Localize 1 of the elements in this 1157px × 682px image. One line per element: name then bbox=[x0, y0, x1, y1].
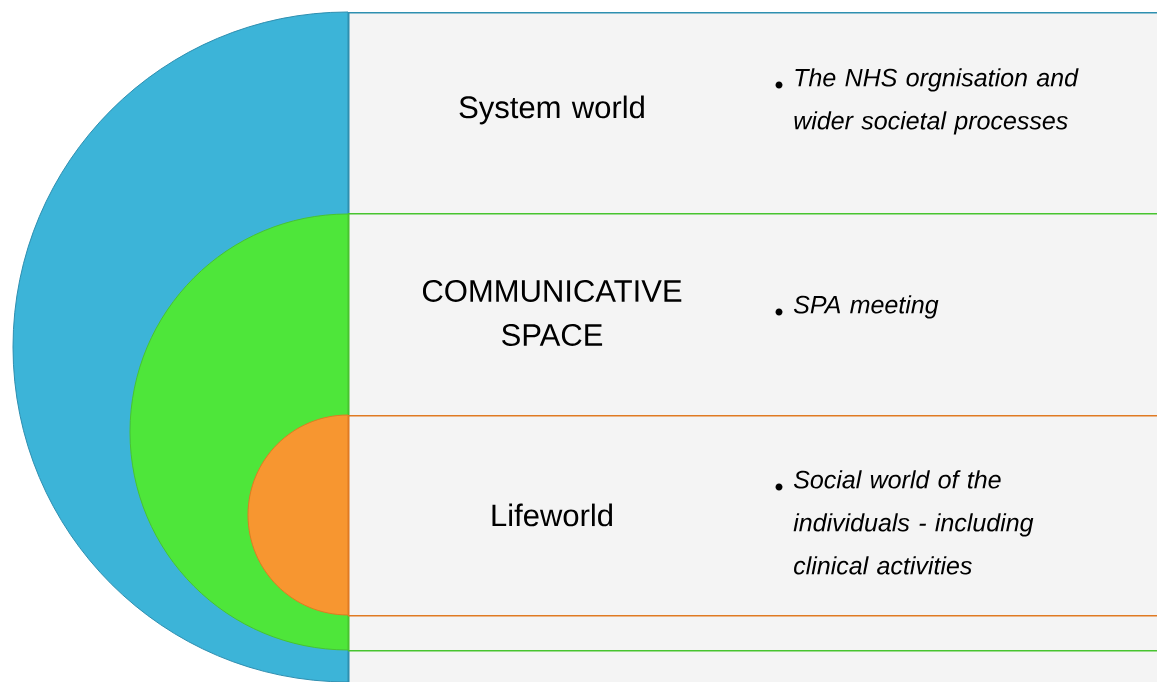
layer-panel: Lifeworld Social world of the individuals - including clinical activities bbox=[247, 414, 1157, 617]
